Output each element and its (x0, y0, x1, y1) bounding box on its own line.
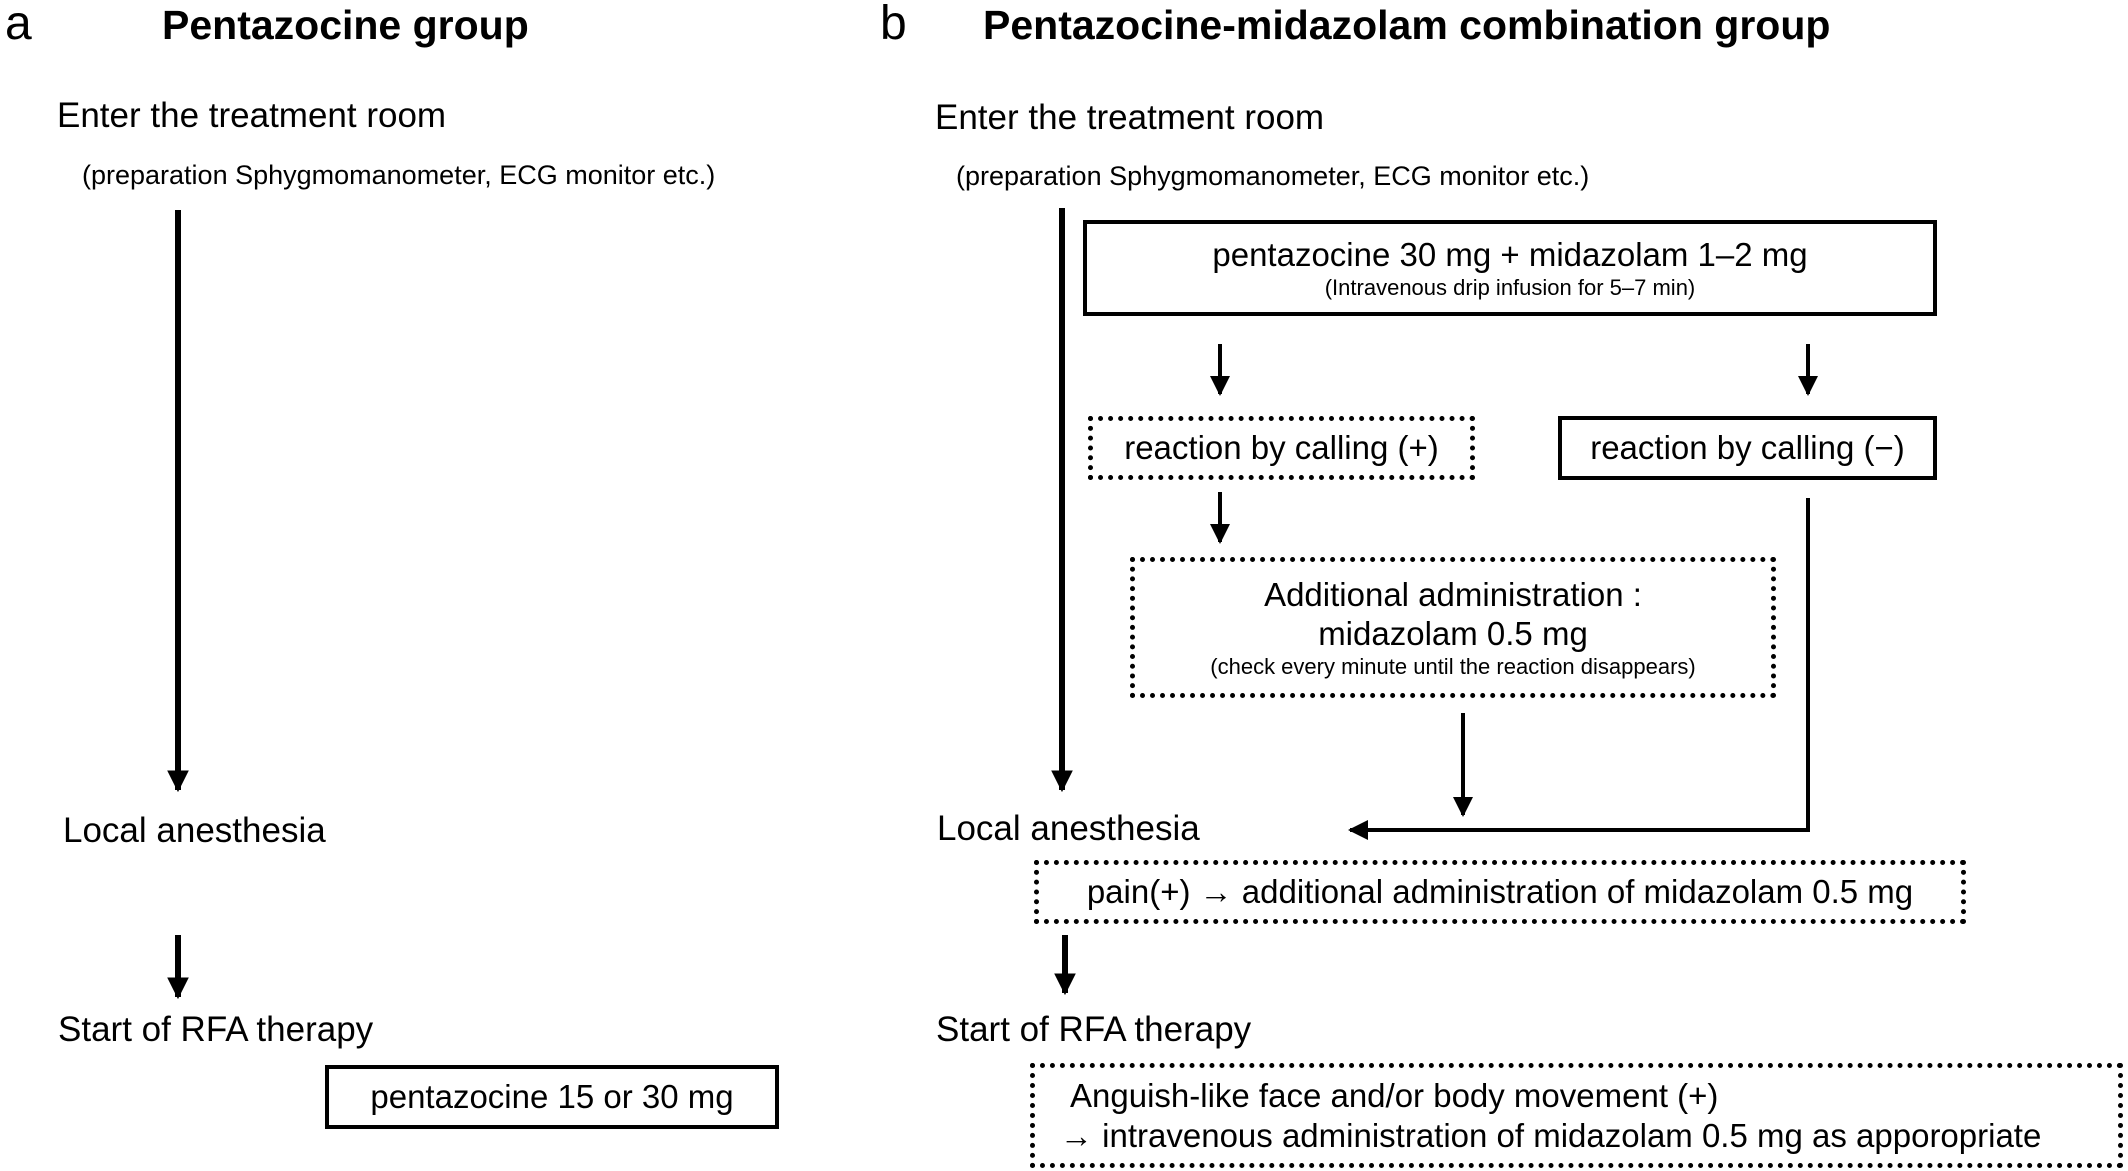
additional-administration-note: (check every minute until the reaction d… (1210, 653, 1696, 679)
panel-a-enter-step: Enter the treatment room (57, 96, 447, 135)
reaction-negative-text: reaction by calling (−) (1590, 429, 1905, 467)
panel-b-enter-step: Enter the treatment room (935, 98, 1325, 137)
panel-a-prep-note: (preparation Sphygmomanometer, ECG monit… (82, 160, 716, 190)
panel-b-letter: b (880, 0, 907, 50)
panel-a-start-step: Start of RFA therapy (58, 1010, 374, 1049)
connector-b-reaction-neg-to-local (1348, 498, 1810, 840)
panel-b-local-step: Local anesthesia (937, 809, 1200, 848)
panel-a-pentazocine-box: pentazocine 15 or 30 mg (325, 1065, 779, 1129)
panel-a-local-step: Local anesthesia (63, 811, 326, 850)
panel-b-title: Pentazocine-midazolam combination group (983, 2, 1831, 48)
panel-b-prep-note: (preparation Sphygmomanometer, ECG monit… (956, 161, 1590, 191)
anguish-line2: → intravenous administration of midazola… (1060, 1116, 2042, 1154)
initial-dose-note: (Intravenous drip infusion for 5–7 min) (1324, 274, 1696, 300)
reaction-positive-box: reaction by calling (+) (1088, 416, 1475, 480)
panel-a-title: Pentazocine group (162, 2, 529, 48)
initial-dose-text: pentazocine 30 mg + midazolam 1–2 mg (1212, 236, 1808, 273)
additional-administration-box: Additional administration : midazolam 0.… (1130, 557, 1776, 698)
anguish-line1: Anguish-like face and/or body movement (… (1070, 1076, 1719, 1114)
reaction-positive-text: reaction by calling (+) (1124, 429, 1439, 467)
pain-box: pain(+) → additional administration of m… (1034, 860, 1966, 924)
panel-a-letter: a (5, 0, 32, 50)
panel-b-initial-dose-box: pentazocine 30 mg + midazolam 1–2 mg (In… (1083, 220, 1937, 316)
anguish-box: Anguish-like face and/or body movement (… (1030, 1063, 2123, 1168)
panel-a-pentazocine-text: pentazocine 15 or 30 mg (370, 1078, 734, 1116)
panel-b-start-step: Start of RFA therapy (936, 1010, 1252, 1049)
additional-administration-line2: midazolam 0.5 mg (1318, 615, 1588, 653)
pain-text: pain(+) → additional administration of m… (1086, 873, 1914, 911)
additional-administration-line1: Additional administration : (1264, 575, 1642, 613)
reaction-negative-box: reaction by calling (−) (1558, 416, 1937, 480)
